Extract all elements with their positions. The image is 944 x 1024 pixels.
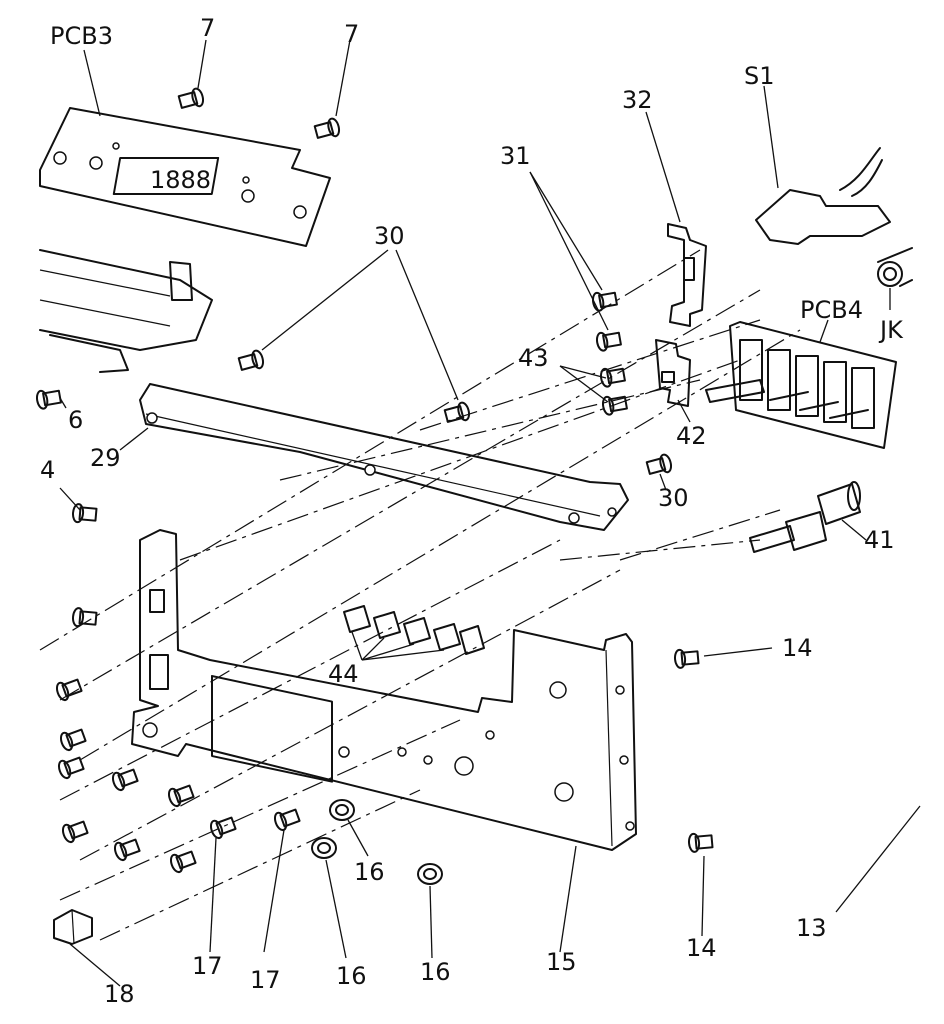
- screw-6: [35, 389, 62, 410]
- label-29: 29: [90, 444, 121, 472]
- bracket-42: [655, 339, 691, 407]
- connector-18: [53, 909, 93, 945]
- screw-43b: [601, 395, 628, 416]
- label-s1: S1: [744, 62, 775, 90]
- label-7a: 7: [200, 14, 215, 42]
- switch-assembly-left: [39, 249, 213, 373]
- screw-left-3: [59, 728, 87, 752]
- screw-17b: [273, 808, 301, 832]
- screw-left-2: [55, 678, 83, 702]
- screw-7b: [313, 117, 341, 139]
- label-4: 4: [40, 456, 55, 484]
- label-30a: 30: [374, 222, 405, 250]
- label-14b: 14: [686, 934, 717, 962]
- screw-31b: [595, 331, 622, 352]
- screw-left-6: [167, 784, 195, 808]
- label-31: 31: [500, 142, 531, 170]
- screw-14b: [687, 832, 714, 853]
- label-32: 32: [622, 86, 653, 114]
- bracket-32: [667, 223, 707, 327]
- label-17b: 17: [250, 966, 281, 994]
- pcb4-board: [705, 321, 897, 449]
- screw-31a: [591, 291, 618, 312]
- leader-lines: [59, 39, 921, 987]
- part-labels: PCB3 7 7 S1 32 31 30 PCB4 JK 43 42 6 29 …: [40, 14, 904, 1008]
- label-16a: 16: [354, 858, 385, 886]
- label-43: 43: [518, 344, 549, 372]
- label-15: 15: [546, 948, 577, 976]
- screw-left-9: [169, 850, 197, 874]
- screw-left-8: [113, 838, 141, 862]
- screw-left-4: [57, 756, 85, 780]
- jack-jk: [877, 247, 913, 287]
- nuts-16: [311, 799, 443, 885]
- alignment-lines: [39, 249, 801, 941]
- switch-s1: [755, 147, 891, 245]
- label-jk: JK: [878, 316, 904, 344]
- screw-4: [71, 503, 98, 524]
- screw-left-7: [61, 820, 89, 844]
- label-14a: 14: [782, 634, 813, 662]
- shaft-41: [749, 481, 861, 553]
- screws: [35, 87, 714, 874]
- label-pcb3: PCB3: [50, 22, 113, 50]
- screw-43a: [599, 367, 626, 388]
- label-42: 42: [676, 422, 707, 450]
- label-16c: 16: [420, 958, 451, 986]
- screw-17a: [209, 816, 237, 840]
- screw-left-5: [111, 768, 139, 792]
- display-readout: 1888: [150, 166, 211, 194]
- pcb3-board: 1888: [39, 107, 331, 247]
- label-13: 13: [796, 914, 827, 942]
- label-6: 6: [68, 406, 83, 434]
- label-16b: 16: [336, 962, 367, 990]
- nut-16c: [417, 863, 443, 885]
- bracket-29: [139, 383, 629, 531]
- label-17a: 17: [192, 952, 223, 980]
- label-41: 41: [864, 526, 895, 554]
- nut-16a: [329, 799, 355, 821]
- knob-caps-44: [343, 605, 485, 655]
- label-30b: 30: [658, 484, 689, 512]
- label-pcb4: PCB4: [800, 296, 863, 324]
- chassis-15: [131, 529, 637, 851]
- screw-7a: [177, 87, 205, 109]
- screw-30c: [645, 453, 673, 475]
- nut-16b: [311, 837, 337, 859]
- label-44: 44: [328, 660, 359, 688]
- screw-14a: [673, 648, 700, 669]
- screw-30b: [443, 401, 471, 423]
- label-7b: 7: [344, 20, 359, 48]
- label-18: 18: [104, 980, 135, 1008]
- screw-30a: [237, 349, 265, 371]
- screw-left-1: [71, 607, 98, 628]
